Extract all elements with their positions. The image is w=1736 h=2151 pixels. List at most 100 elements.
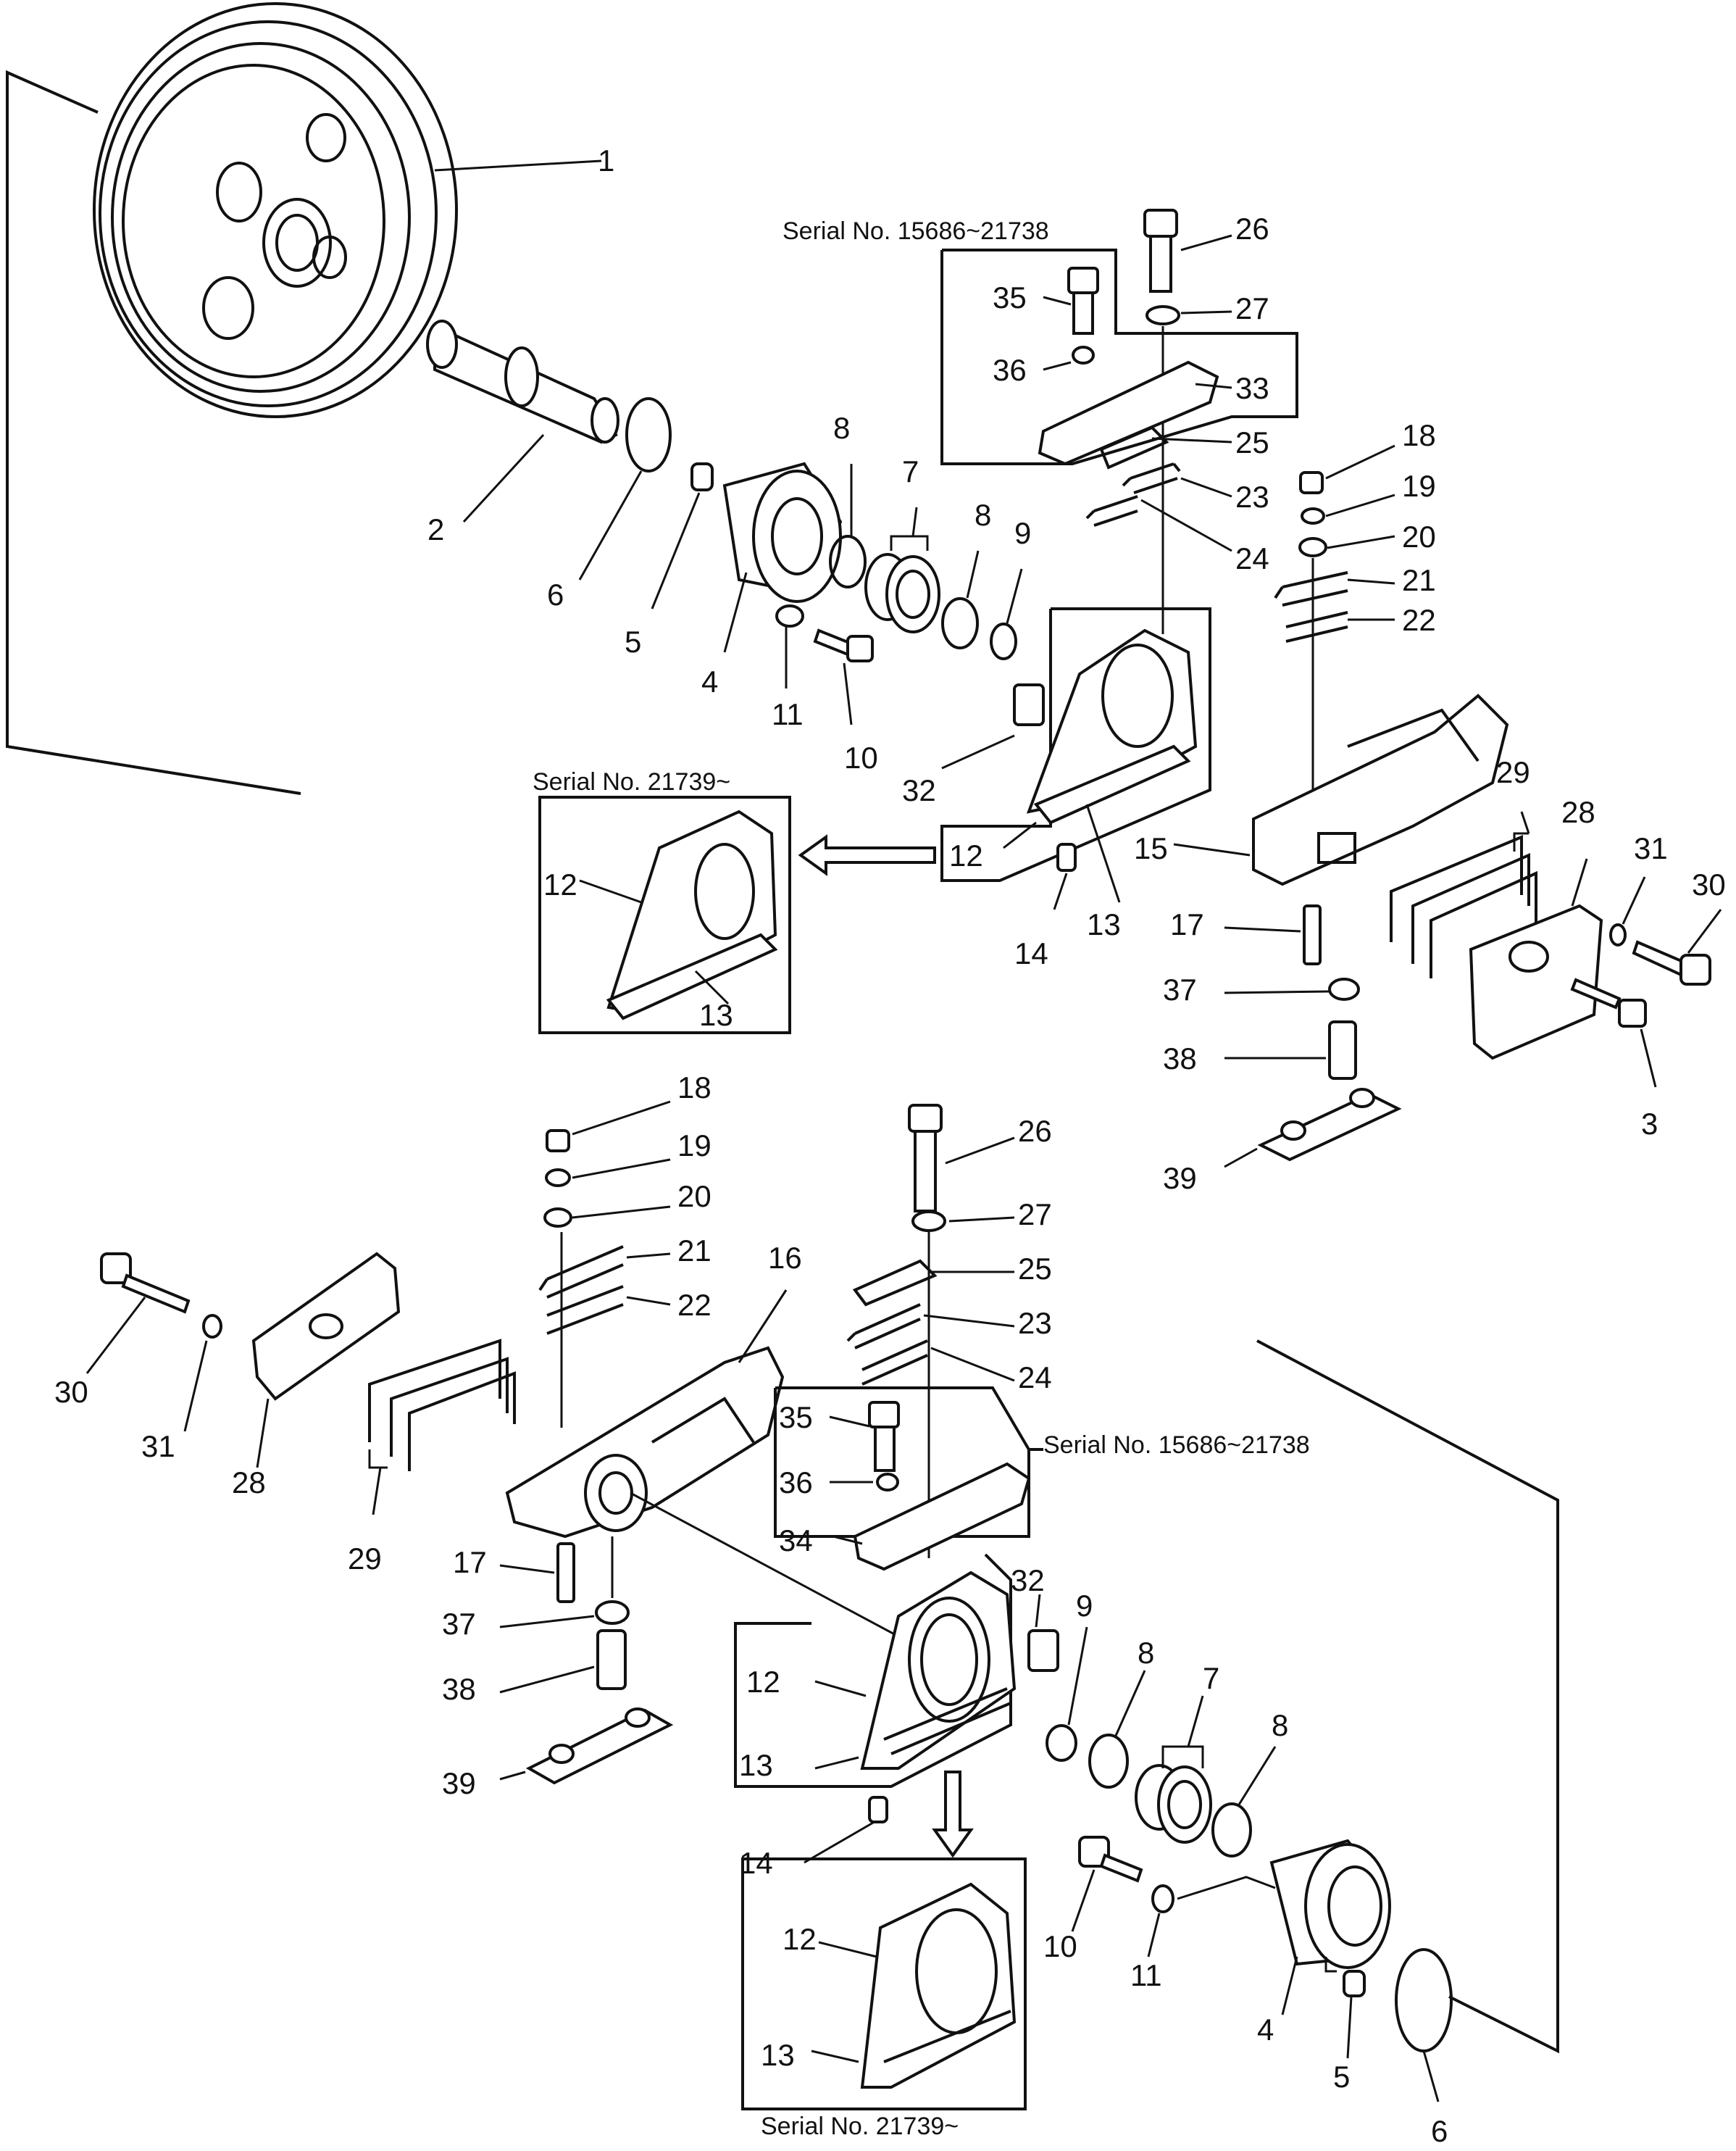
pin-5-upper xyxy=(690,462,714,491)
o-ring-8-lower-a xyxy=(1088,1734,1129,1789)
callout-11b: 11 xyxy=(1130,1958,1162,1992)
callout-20b: 20 xyxy=(677,1179,711,1213)
callout-6b: 6 xyxy=(1431,2114,1448,2147)
callout-12b: 12 xyxy=(543,868,577,902)
nut-stack-upper xyxy=(1274,444,1395,804)
callout-21b: 21 xyxy=(677,1233,711,1268)
o-ring-8-lower-b xyxy=(1211,1802,1252,1857)
callout-23b: 23 xyxy=(1018,1306,1052,1340)
guard-plate-assembly-left xyxy=(85,1252,516,1515)
callout-23a: 23 xyxy=(1235,480,1269,514)
callout-39a: 39 xyxy=(1163,1161,1197,1195)
callout-6a: 6 xyxy=(547,578,564,612)
callout-18b: 18 xyxy=(677,1070,711,1104)
callout-26b: 26 xyxy=(1018,1114,1052,1148)
callout-32b: 32 xyxy=(1011,1563,1045,1597)
callout-22a: 22 xyxy=(1402,603,1436,637)
callout-13c: 13 xyxy=(739,1748,773,1782)
bearing-bracket-12-lower xyxy=(734,1553,1059,1788)
callout-35b: 35 xyxy=(779,1400,813,1434)
callout-27b: 27 xyxy=(1018,1197,1052,1231)
floating-seal-7-lower xyxy=(1135,1695,1212,1844)
callout-25b: 25 xyxy=(1018,1252,1052,1286)
callout-17b: 17 xyxy=(453,1545,487,1579)
callout-20a: 20 xyxy=(1402,520,1436,554)
bolt-10-upper xyxy=(813,628,874,725)
callout-14a: 14 xyxy=(1014,936,1048,970)
callout-14b: 14 xyxy=(739,1846,773,1880)
callout-3: 3 xyxy=(1641,1107,1658,1141)
callout-21a: 21 xyxy=(1402,563,1436,597)
callout-15: 15 xyxy=(1134,831,1168,865)
callout-30a: 30 xyxy=(1692,868,1726,902)
callout-37a: 37 xyxy=(1163,973,1197,1007)
cap-32-lower xyxy=(1027,1629,1059,1672)
callout-34: 34 xyxy=(779,1523,813,1557)
callout-4b: 4 xyxy=(1257,2013,1274,2047)
bolt-26-upper xyxy=(1143,209,1232,293)
o-ring-9-lower xyxy=(1046,1724,1077,1762)
callout-24b: 24 xyxy=(1018,1360,1052,1394)
o-ring-6-upper xyxy=(625,397,672,473)
idler-shaft xyxy=(426,320,619,523)
bearing-hub-4-lower xyxy=(1269,1839,1391,2015)
serial-box-upper-old xyxy=(940,249,1298,466)
callout-1: 1 xyxy=(598,143,614,178)
callout-26a: 26 xyxy=(1235,212,1269,246)
washer-27-upper xyxy=(1145,305,1180,325)
callout-29a: 29 xyxy=(1496,755,1530,789)
o-ring-8-upper-a xyxy=(829,535,867,588)
callout-39b: 39 xyxy=(442,1766,476,1800)
idler-wheel xyxy=(6,2,602,795)
callout-28b: 28 xyxy=(232,1465,266,1499)
callout-10a: 10 xyxy=(844,741,878,775)
callout-31a: 31 xyxy=(1634,831,1668,865)
serial-label-lower-old: Serial No. 15686~21738 xyxy=(1043,1431,1310,1459)
callout-16: 16 xyxy=(768,1241,802,1275)
callout-19b: 19 xyxy=(677,1128,711,1162)
serial-box-lower-new xyxy=(741,1857,1027,2110)
pin-14-upper xyxy=(1056,843,1077,872)
callout-8d: 8 xyxy=(1272,1708,1288,1742)
serial-label-upper-new: Serial No. 21739~ xyxy=(533,768,730,796)
callout-30b: 30 xyxy=(54,1375,88,1409)
o-ring-9-upper xyxy=(990,623,1017,660)
callout-32a: 32 xyxy=(902,773,936,807)
callout-22b: 22 xyxy=(677,1288,711,1322)
o-ring-8-upper-b xyxy=(941,597,979,649)
washer-11-upper xyxy=(775,604,804,628)
leader-lower-frame xyxy=(1256,1339,1559,2054)
callout-8b: 8 xyxy=(975,498,991,532)
callout-33: 33 xyxy=(1235,371,1269,405)
adjuster-stack-right xyxy=(1224,904,1402,1168)
callout-27a: 27 xyxy=(1235,291,1269,325)
callout-35a: 35 xyxy=(993,280,1027,315)
callout-31b: 31 xyxy=(141,1429,175,1463)
o-ring-6-lower xyxy=(1395,1948,1453,2052)
serial-label-lower-new: Serial No. 21739~ xyxy=(761,2113,959,2140)
alt-arrow-upper xyxy=(798,834,936,876)
callout-17a: 17 xyxy=(1170,907,1204,941)
callout-38a: 38 xyxy=(1163,1041,1197,1076)
floating-seal-7-upper xyxy=(864,507,940,633)
callout-9b: 9 xyxy=(1076,1589,1093,1623)
serial-box-upper-new xyxy=(538,796,791,1034)
callout-12c: 12 xyxy=(746,1665,780,1699)
guide-frame-16 xyxy=(505,1289,943,1661)
guide-frame-15 xyxy=(1173,694,1509,886)
cap-32-upper xyxy=(1013,683,1045,726)
callout-18a: 18 xyxy=(1402,418,1436,452)
nut-stack-lower xyxy=(538,1100,671,1428)
callout-8c: 8 xyxy=(1138,1636,1154,1670)
adjuster-stack-left xyxy=(499,1536,674,1785)
callout-19a: 19 xyxy=(1402,469,1436,503)
callout-36b: 36 xyxy=(779,1465,813,1499)
bearing-hub-4-upper xyxy=(722,462,843,653)
serial-label-upper-old: Serial No. 15686~21738 xyxy=(783,217,1049,245)
callout-11a: 11 xyxy=(772,697,804,731)
callout-7b: 7 xyxy=(1203,1661,1219,1695)
callout-9a: 9 xyxy=(1014,516,1031,550)
callout-4a: 4 xyxy=(701,665,718,699)
callout-8a: 8 xyxy=(833,411,850,445)
